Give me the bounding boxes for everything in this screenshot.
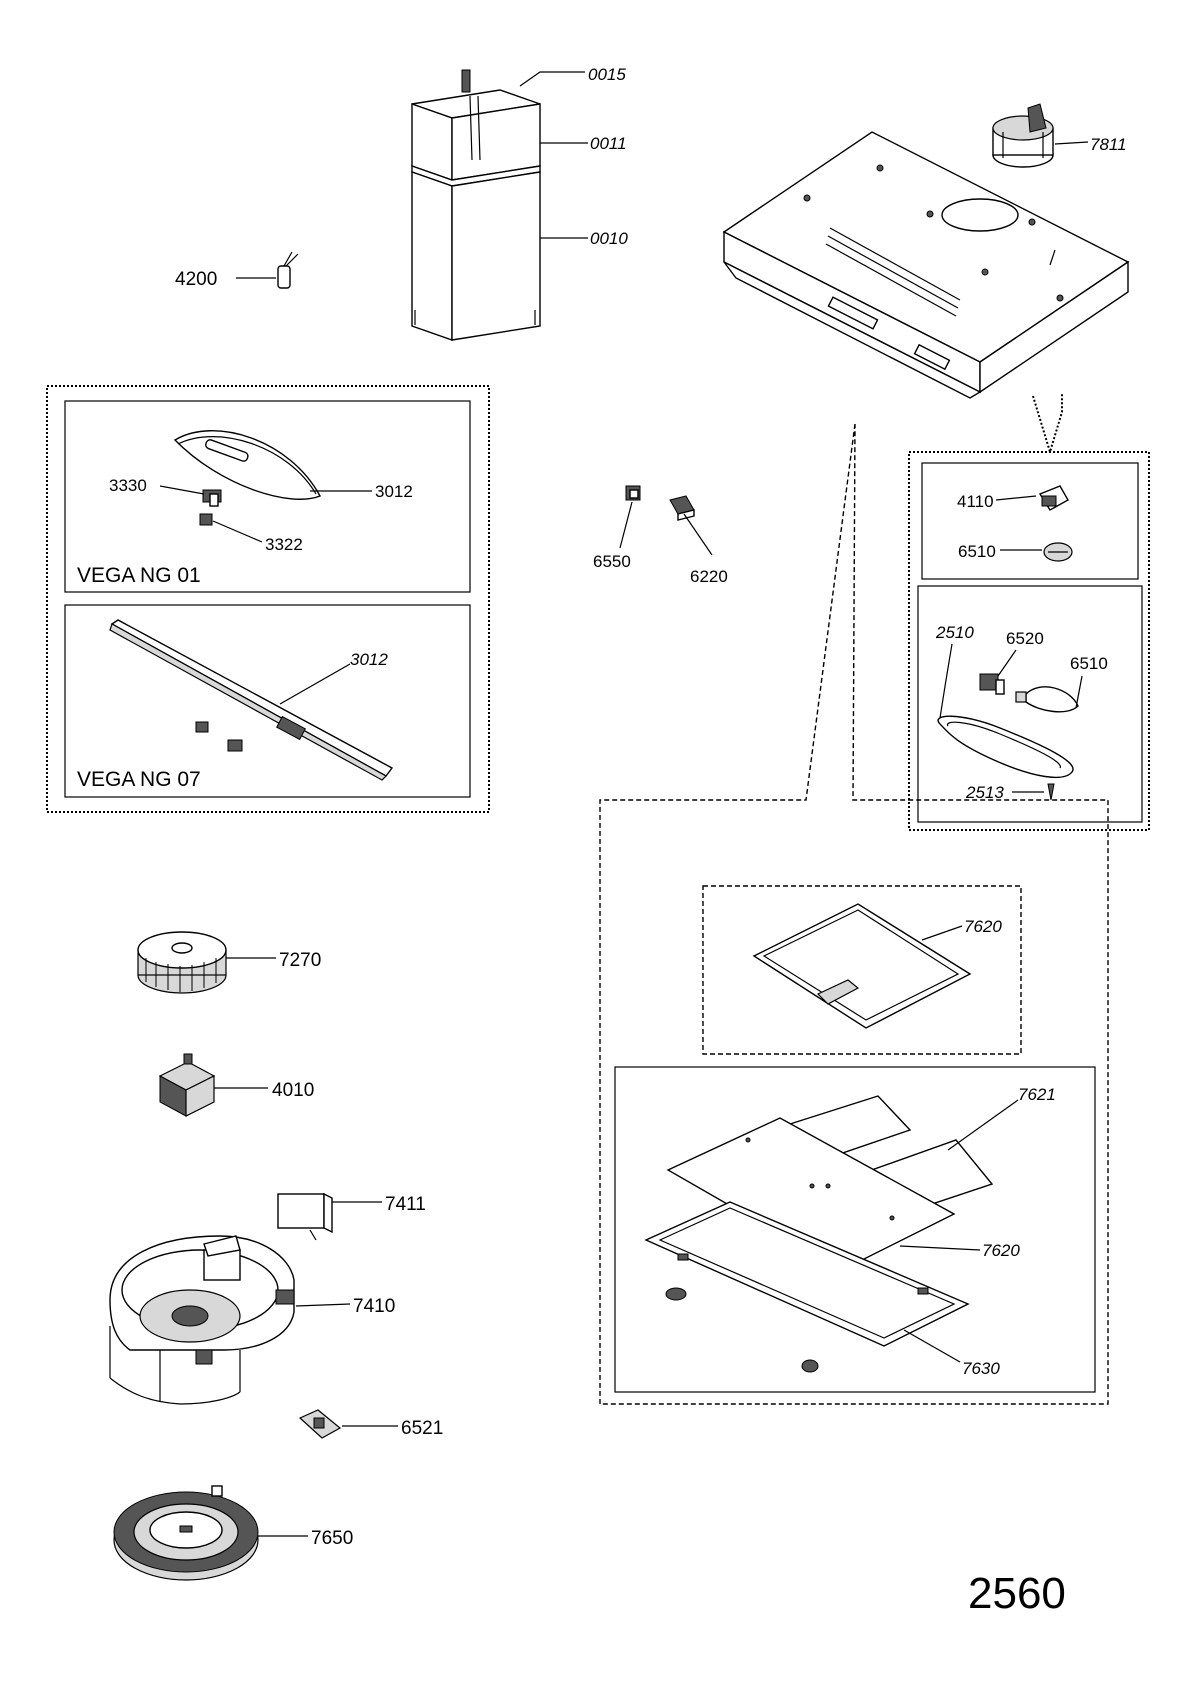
- control-panel-3012-ng07: [109, 619, 394, 781]
- connector-6521: [298, 1409, 342, 1439]
- label-7621: 7621: [1018, 1085, 1056, 1104]
- label-7650: 7650: [311, 1528, 353, 1549]
- vega-ng-07-box: [64, 604, 471, 798]
- knob-6510-top: [1043, 542, 1073, 562]
- label-6510-top: 6510: [958, 542, 996, 561]
- grease-filter-box: [702, 885, 1022, 1055]
- capacitor-4200: [277, 251, 299, 289]
- label-0010: 0010: [590, 229, 628, 248]
- filter-assembly-box: [614, 1066, 1096, 1393]
- label-3012-ng07: 3012: [350, 650, 388, 669]
- lamp-outer-box: [908, 451, 1150, 831]
- label-3012-ng01: 3012: [375, 482, 413, 501]
- lamp-light-box: [917, 585, 1143, 823]
- label-0011: 0011: [590, 134, 627, 153]
- label-7410: 7410: [353, 1296, 395, 1317]
- chimney-assembly: [411, 69, 541, 341]
- label-7270: 7270: [279, 950, 321, 971]
- label-7811: 7811: [1090, 135, 1127, 154]
- label-3330: 3330: [109, 476, 147, 495]
- capacitor-7411: [277, 1192, 333, 1241]
- bulb-6510: [1015, 686, 1079, 713]
- label-0015: 0015: [588, 65, 626, 84]
- vega-ng-outer-box: [46, 385, 490, 813]
- label-6550: 6550: [593, 552, 631, 571]
- fan-wheel-7270: [137, 931, 227, 994]
- label-2513: 2513: [965, 783, 1004, 802]
- filter-frame-7630: [644, 1201, 970, 1373]
- vega-ng-01-box: [64, 400, 471, 593]
- label-6220: 6220: [690, 567, 728, 586]
- label-7630: 7630: [962, 1359, 1000, 1378]
- motor-7811: [992, 103, 1054, 168]
- label-6510-bulb: 6510: [1070, 654, 1108, 673]
- connector-6550: [625, 485, 641, 501]
- label-6520: 6520: [1006, 629, 1044, 648]
- lamp-switch-box: [921, 462, 1139, 580]
- label-4110: 4110: [957, 492, 994, 511]
- label-6521: 6521: [401, 1418, 443, 1439]
- grease-filter-7620: [752, 903, 972, 1029]
- label-3322: 3322: [265, 535, 303, 554]
- lamp-ring-2510: [937, 715, 1074, 778]
- label-2510: 2510: [935, 623, 974, 642]
- switch-4010: [158, 1053, 216, 1117]
- lamp-holder-6520: [979, 673, 1005, 695]
- connector-6220: [669, 495, 695, 521]
- control-panel-3012-ng01: [173, 430, 321, 500]
- label-4200: 4200: [175, 269, 217, 290]
- button-3322: [199, 513, 213, 526]
- vega-ng-01-title: VEGA NG 01: [77, 564, 201, 587]
- switch-4110: [1038, 485, 1069, 511]
- diagram-number: 2560: [968, 1569, 1066, 1618]
- fan-housing-7410: [109, 1235, 295, 1405]
- hood-body: [722, 131, 1130, 399]
- air-ring-7650: [113, 1485, 259, 1581]
- screw-2513: [1047, 783, 1055, 801]
- label-4010: 4010: [272, 1080, 314, 1101]
- label-7620-bottom: 7620: [982, 1241, 1020, 1260]
- label-7411: 7411: [385, 1194, 426, 1215]
- switch-3330: [202, 489, 222, 507]
- vega-ng-07-title: VEGA NG 07: [77, 768, 201, 791]
- label-7620-top: 7620: [964, 917, 1002, 936]
